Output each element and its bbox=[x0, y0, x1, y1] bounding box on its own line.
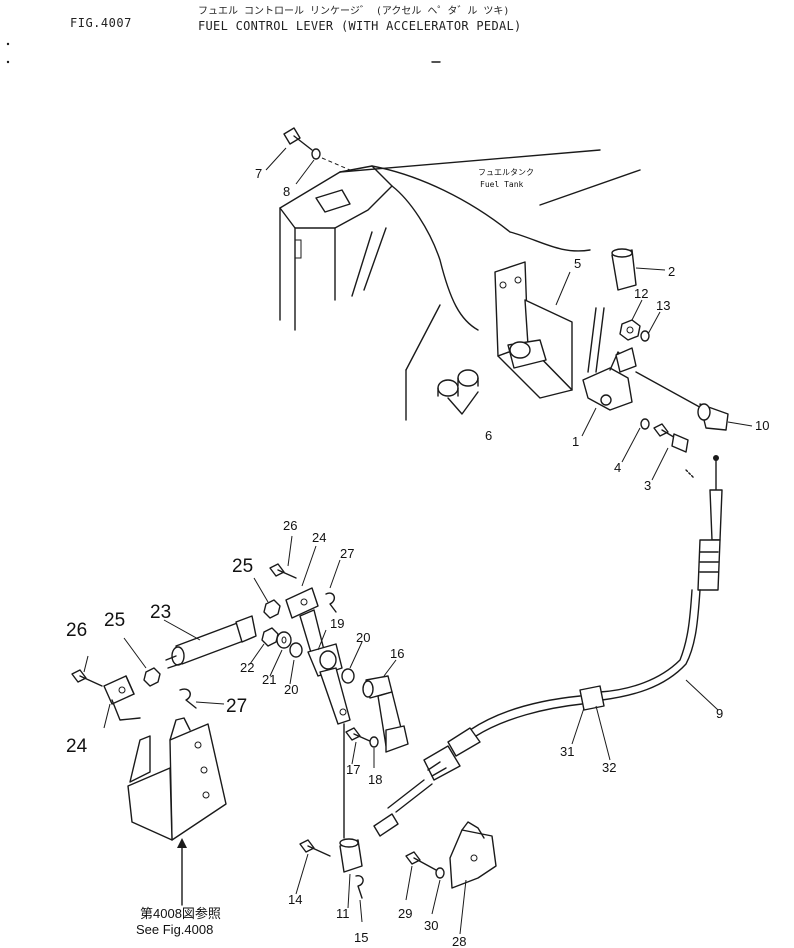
see-ref-label-jp: 第4008図参照 bbox=[140, 906, 221, 921]
callout-17: 17 bbox=[346, 762, 360, 777]
callout-9: 9 bbox=[716, 706, 723, 721]
bolt-26-left bbox=[71, 669, 103, 687]
control-cable bbox=[373, 455, 723, 837]
washer-21 bbox=[276, 631, 292, 649]
lever-bracket bbox=[494, 261, 573, 399]
callout-28: 28 bbox=[452, 934, 466, 948]
cable-bracket bbox=[449, 821, 497, 889]
callout-16: 16 bbox=[390, 646, 404, 661]
title-english: FUEL CONTROL LEVER (WITH ACCELERATOR PED… bbox=[198, 19, 522, 33]
washer-4 bbox=[640, 418, 650, 430]
callout-7: 7 bbox=[255, 166, 262, 181]
clevis-11 bbox=[339, 838, 363, 873]
bushings-pair bbox=[437, 369, 479, 415]
callout-20-left: 20 bbox=[284, 682, 298, 697]
callout-25-right: 25 bbox=[232, 556, 253, 577]
fuel-tank-outline bbox=[279, 149, 641, 421]
bolt-17 bbox=[345, 727, 373, 743]
ball-joint bbox=[635, 371, 729, 431]
callout-14: 14 bbox=[288, 892, 302, 907]
see-ref-label-en: See Fig.4008 bbox=[136, 922, 213, 937]
callout-1: 1 bbox=[572, 434, 579, 449]
callout-8: 8 bbox=[283, 184, 290, 199]
link-lever bbox=[299, 609, 351, 725]
block-24-left bbox=[103, 675, 135, 705]
callout-26-left: 26 bbox=[66, 620, 87, 641]
fuel-control-lever bbox=[582, 307, 637, 411]
callout-22: 22 bbox=[240, 660, 254, 675]
bolt-7 bbox=[283, 127, 313, 151]
callout-20-right: 20 bbox=[356, 630, 370, 645]
nut-12 bbox=[619, 319, 641, 341]
bushing-20-right bbox=[341, 668, 355, 684]
bolt-3 bbox=[653, 423, 689, 453]
cotter-pin-27-right bbox=[325, 592, 337, 613]
block-24-right bbox=[285, 587, 319, 619]
callout-6: 6 bbox=[485, 428, 492, 443]
callout-27-left: 27 bbox=[226, 696, 247, 717]
callout-24-left: 24 bbox=[66, 736, 88, 757]
bushing-20-left bbox=[289, 642, 303, 658]
callout-32: 32 bbox=[602, 760, 616, 775]
ref-arrow-head bbox=[177, 838, 187, 848]
callout-11: 11 bbox=[336, 906, 350, 921]
washer-30 bbox=[435, 867, 445, 879]
callout-13: 13 bbox=[656, 298, 670, 313]
fuel-tank-label-en: Fuel Tank bbox=[480, 180, 524, 189]
callout-23: 23 bbox=[150, 602, 171, 623]
pedal-shaft bbox=[165, 615, 257, 669]
callout-18: 18 bbox=[368, 772, 382, 787]
pin-14 bbox=[299, 839, 331, 857]
callout-5: 5 bbox=[574, 256, 581, 271]
callout-24-right: 24 bbox=[312, 530, 326, 545]
callout-30: 30 bbox=[424, 918, 438, 933]
washer-22 bbox=[261, 627, 279, 647]
title-japanese: フュエル コントロール リンケージ゛ (アクセル ヘ゜タ゛ル ツキ) bbox=[198, 6, 510, 17]
cotter-pin-15 bbox=[355, 875, 364, 899]
washer-18 bbox=[369, 736, 379, 748]
callout-25-left: 25 bbox=[104, 610, 125, 631]
nut-25-right bbox=[263, 599, 281, 619]
pedal-bracket bbox=[111, 699, 227, 841]
washer-8 bbox=[311, 148, 321, 160]
callout-15: 15 bbox=[354, 930, 368, 945]
callout-2: 2 bbox=[668, 264, 675, 279]
washer-13 bbox=[640, 330, 650, 342]
callout-4: 4 bbox=[614, 460, 621, 475]
callout-leaders bbox=[83, 147, 753, 935]
bolt-26-right bbox=[269, 563, 297, 579]
callout-31: 31 bbox=[560, 744, 574, 759]
callout-29: 29 bbox=[398, 906, 412, 921]
callout-10: 10 bbox=[755, 418, 769, 433]
callout-27-right: 27 bbox=[340, 546, 354, 561]
callout-19: 19 bbox=[330, 616, 344, 631]
callout-3: 3 bbox=[644, 478, 651, 493]
lever-knob bbox=[611, 248, 637, 291]
fuel-tank-label-jp: フュエルタンク bbox=[478, 168, 534, 177]
cotter-pin-27-left bbox=[179, 688, 197, 709]
nut-25-left bbox=[143, 667, 161, 687]
callout-12: 12 bbox=[634, 286, 648, 301]
callout-21: 21 bbox=[262, 672, 276, 687]
figure-number: FIG.4007 bbox=[70, 16, 132, 30]
bolt-29 bbox=[405, 851, 437, 871]
callout-26-right: 26 bbox=[283, 518, 297, 533]
arm-16 bbox=[362, 675, 409, 753]
